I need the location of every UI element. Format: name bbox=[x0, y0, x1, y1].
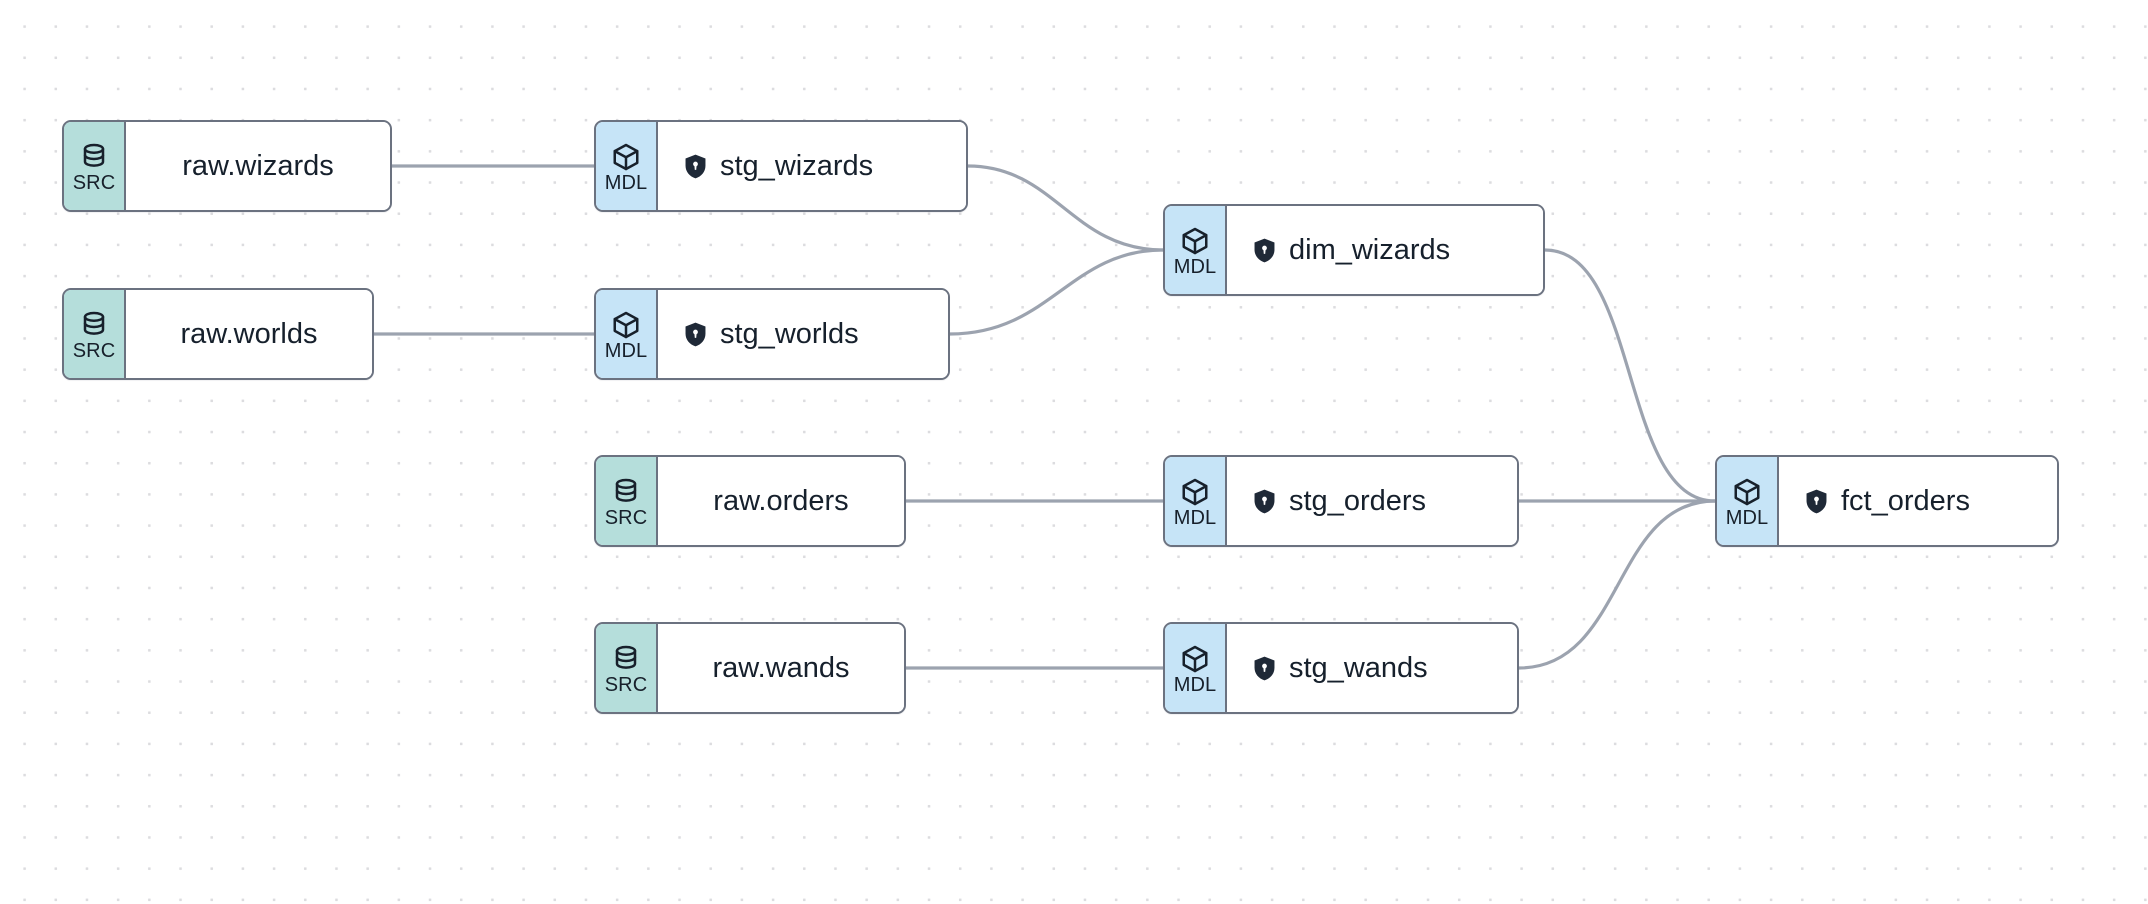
node-body-stg-wizards: stg_wizards bbox=[658, 122, 966, 210]
lineage-node-dim-wizards[interactable]: MDL dim_wizards bbox=[1163, 204, 1545, 296]
shield-lock-icon bbox=[1253, 656, 1276, 681]
node-body-stg-worlds: stg_worlds bbox=[658, 290, 948, 378]
database-icon bbox=[611, 644, 641, 674]
lineage-node-raw-worlds[interactable]: SRC raw.worlds bbox=[62, 288, 374, 380]
node-label: stg_wizards bbox=[720, 150, 874, 182]
node-type-badge-raw-wands: SRC bbox=[596, 624, 658, 712]
node-type-label: SRC bbox=[72, 172, 116, 194]
lineage-node-raw-wizards[interactable]: SRC raw.wizards bbox=[62, 120, 392, 212]
lineage-node-raw-wands[interactable]: SRC raw.wands bbox=[594, 622, 906, 714]
edge-dim-wizards-to-fct-orders bbox=[1543, 248, 1717, 503]
node-label: raw.wizards bbox=[182, 150, 334, 182]
cube-icon bbox=[611, 310, 641, 340]
lineage-node-stg-worlds[interactable]: MDL stg_worlds bbox=[594, 288, 950, 380]
node-body-raw-worlds: raw.worlds bbox=[126, 290, 372, 378]
node-body-stg-wands: stg_wands bbox=[1227, 624, 1517, 712]
cube-icon bbox=[1180, 226, 1210, 256]
shield-lock-icon bbox=[1805, 489, 1828, 514]
node-label: fct_orders bbox=[1841, 485, 1970, 517]
node-type-label: MDL bbox=[604, 340, 648, 362]
shield-lock-icon bbox=[1253, 238, 1276, 263]
node-type-badge-raw-worlds: SRC bbox=[64, 290, 126, 378]
node-label: stg_worlds bbox=[720, 318, 859, 350]
node-type-badge-stg-worlds: MDL bbox=[596, 290, 658, 378]
node-type-label: MDL bbox=[1173, 507, 1217, 529]
database-icon bbox=[79, 310, 109, 340]
node-body-raw-wizards: raw.wizards bbox=[126, 122, 390, 210]
node-label: raw.orders bbox=[713, 485, 849, 517]
database-icon bbox=[611, 477, 641, 507]
cube-icon bbox=[1180, 644, 1210, 674]
node-body-raw-orders: raw.orders bbox=[658, 457, 904, 545]
node-type-badge-raw-orders: SRC bbox=[596, 457, 658, 545]
node-body-fct-orders: fct_orders bbox=[1779, 457, 2057, 545]
cube-icon bbox=[1180, 477, 1210, 507]
edge-stg-worlds-to-dim-wizards bbox=[948, 248, 1165, 336]
node-type-label: MDL bbox=[1725, 507, 1769, 529]
node-type-label: MDL bbox=[604, 172, 648, 194]
node-label: raw.worlds bbox=[180, 318, 318, 350]
node-type-badge-dim-wizards: MDL bbox=[1165, 206, 1227, 294]
node-label: stg_orders bbox=[1289, 485, 1427, 517]
node-label: dim_wizards bbox=[1289, 234, 1451, 266]
edge-stg-wands-to-fct-orders bbox=[1517, 499, 1717, 670]
lineage-node-stg-orders[interactable]: MDL stg_orders bbox=[1163, 455, 1519, 547]
node-type-label: MDL bbox=[1173, 256, 1217, 278]
node-type-label: MDL bbox=[1173, 674, 1217, 696]
node-label: stg_wands bbox=[1289, 652, 1428, 684]
node-type-badge-stg-orders: MDL bbox=[1165, 457, 1227, 545]
node-body-raw-wands: raw.wands bbox=[658, 624, 904, 712]
cube-icon bbox=[1732, 477, 1762, 507]
node-body-dim-wizards: dim_wizards bbox=[1227, 206, 1543, 294]
node-label: raw.wands bbox=[712, 652, 850, 684]
lineage-node-fct-orders[interactable]: MDL fct_orders bbox=[1715, 455, 2059, 547]
node-type-label: SRC bbox=[604, 507, 648, 529]
lineage-node-stg-wizards[interactable]: MDL stg_wizards bbox=[594, 120, 968, 212]
node-type-badge-raw-wizards: SRC bbox=[64, 122, 126, 210]
node-type-label: SRC bbox=[604, 674, 648, 696]
database-icon bbox=[79, 142, 109, 172]
shield-lock-icon bbox=[684, 322, 707, 347]
node-body-stg-orders: stg_orders bbox=[1227, 457, 1517, 545]
node-type-badge-stg-wizards: MDL bbox=[596, 122, 658, 210]
shield-lock-icon bbox=[684, 154, 707, 179]
edge-stg-wizards-to-dim-wizards bbox=[966, 164, 1165, 252]
shield-lock-icon bbox=[1253, 489, 1276, 514]
node-type-label: SRC bbox=[72, 340, 116, 362]
lineage-node-stg-wands[interactable]: MDL stg_wands bbox=[1163, 622, 1519, 714]
lineage-node-raw-orders[interactable]: SRC raw.orders bbox=[594, 455, 906, 547]
node-type-badge-stg-wands: MDL bbox=[1165, 624, 1227, 712]
node-type-badge-fct-orders: MDL bbox=[1717, 457, 1779, 545]
cube-icon bbox=[611, 142, 641, 172]
